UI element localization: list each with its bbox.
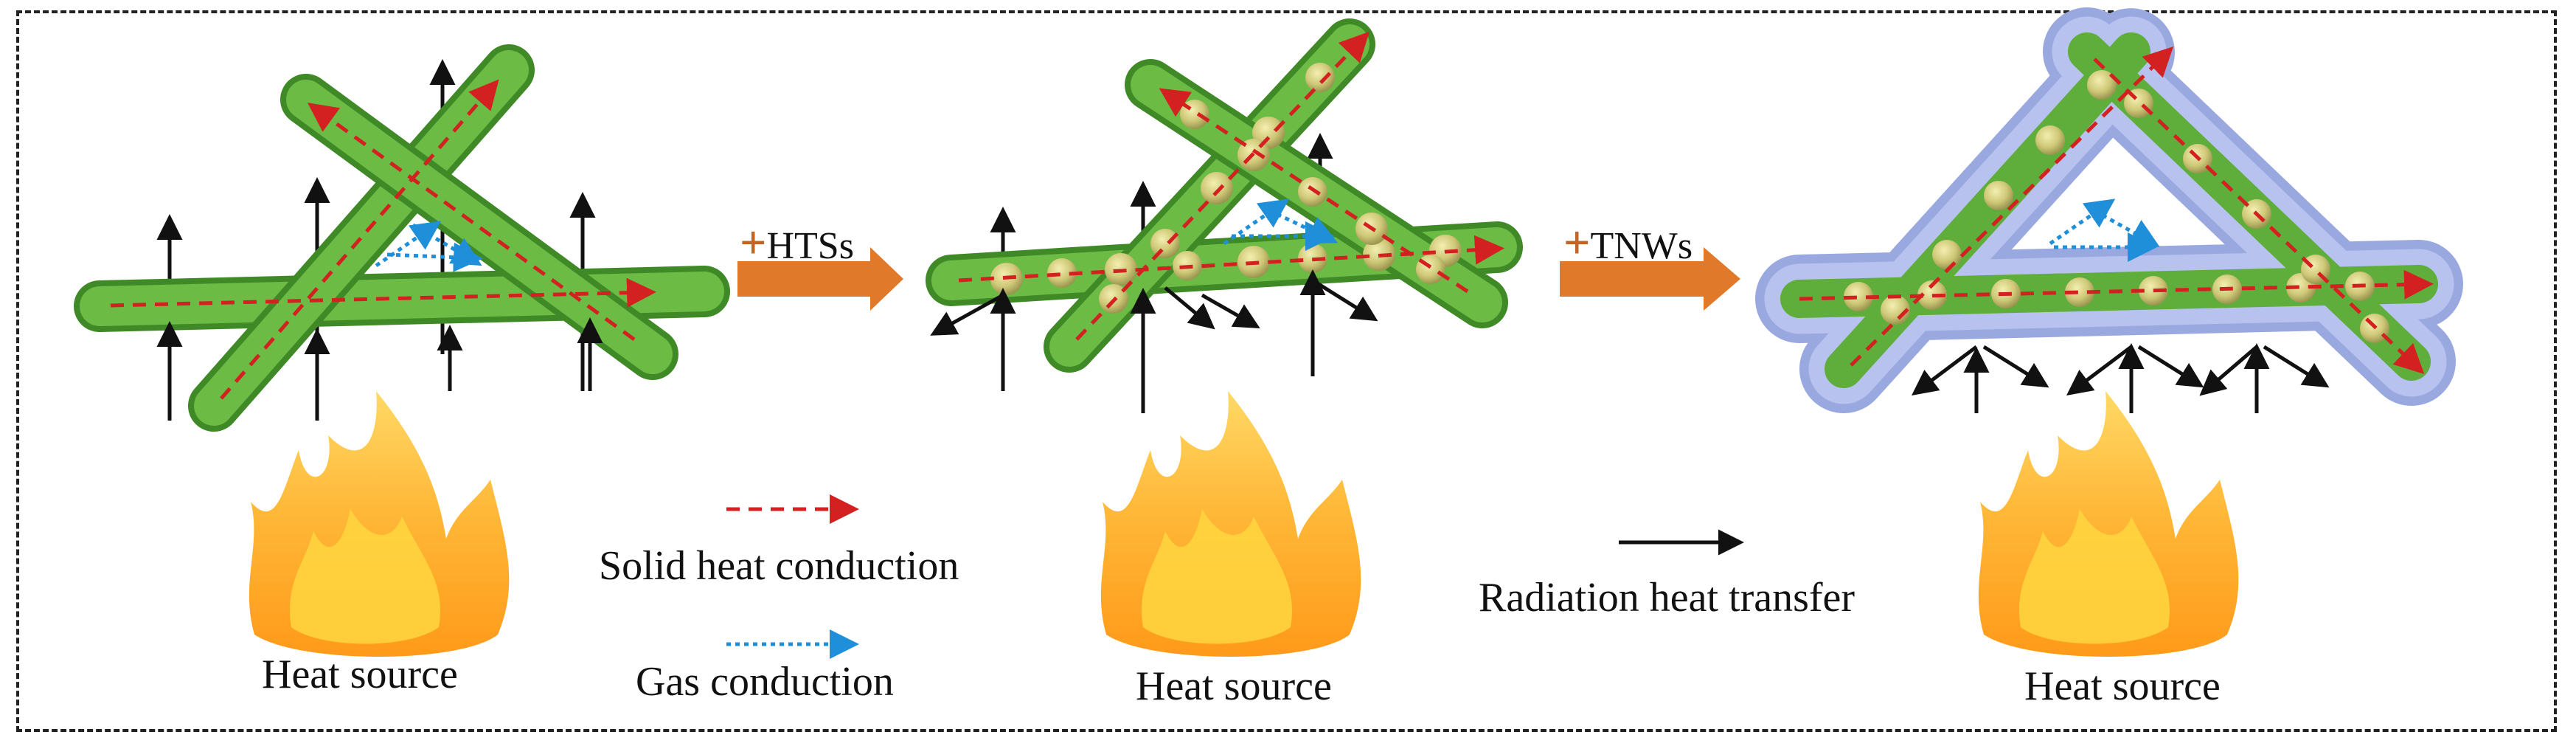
- fiber-network-2: [926, 18, 1523, 413]
- heat-source-label-1: Heat source: [262, 652, 458, 697]
- heat-source-label-2: Heat source: [1136, 663, 1332, 709]
- step-arrow-2: [1560, 247, 1740, 311]
- step-text-1: HTSs: [766, 225, 854, 267]
- fiber-network-1: [74, 44, 730, 432]
- legend-solid-label: Solid heat conduction: [599, 543, 959, 589]
- flame-icon-1: [249, 391, 510, 657]
- flame-icon-3: [1978, 391, 2239, 657]
- step-label-1: +HTSs: [740, 215, 854, 270]
- plus-icon: +: [740, 216, 767, 269]
- step-arrow-1: [737, 247, 903, 311]
- heat-source-label-3: Heat source: [2024, 663, 2221, 709]
- legend-radiation-label: Radiation heat transfer: [1479, 575, 1855, 621]
- fiber-network-3: [1755, 7, 2463, 413]
- plus-icon: +: [1563, 216, 1591, 269]
- step-label-2: +TNWs: [1563, 215, 1693, 270]
- legend-gas-label: Gas conduction: [636, 659, 894, 705]
- flame-icon-2: [1100, 391, 1361, 657]
- diagram-frame: [16, 10, 2557, 732]
- step-text-2: TNWs: [1590, 225, 1693, 267]
